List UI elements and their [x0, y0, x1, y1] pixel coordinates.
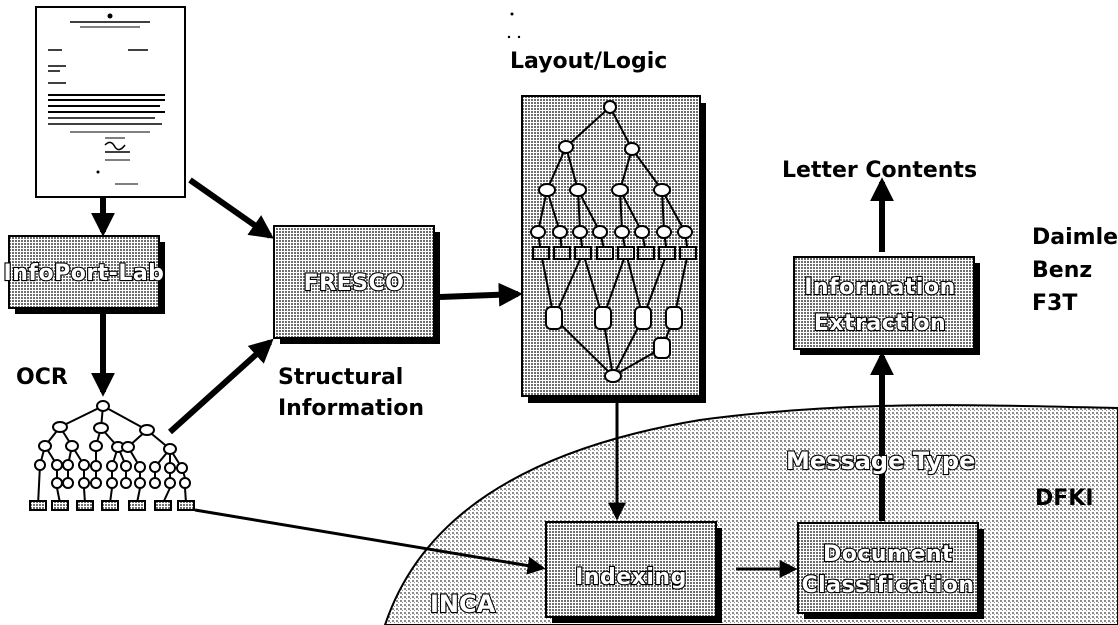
indexing-label: Indexing	[575, 565, 687, 590]
document-label: Document	[823, 542, 953, 567]
ocr-label: OCR	[16, 365, 68, 390]
daimler-label: Daimler-	[1032, 225, 1118, 250]
arrow-fresco-to-layout	[439, 282, 523, 307]
document-classification-box: Document Classification	[797, 522, 984, 619]
letter-contents-label: Letter Contents	[782, 158, 977, 183]
infoport-lab-label: InfoPort-Lab	[4, 261, 165, 286]
speck	[510, 12, 514, 16]
ocr-tree	[37, 405, 187, 506]
inca-label: INCA	[430, 590, 496, 618]
layout-logic-nodes	[530, 100, 697, 383]
f3t-label: F3T	[1032, 291, 1077, 316]
layout-logic-label: Layout/Logic	[510, 49, 667, 74]
infoport-lab-box: InfoPort-Lab	[2, 235, 165, 314]
dfki-label: DFKI	[1035, 486, 1094, 511]
ocr-tree-nodes	[29, 400, 195, 511]
extraction-label: Extraction	[814, 311, 946, 336]
indexing-box: Indexing	[545, 521, 722, 623]
fresco-box: FRESCO	[273, 225, 440, 344]
scanned-letter	[35, 6, 186, 198]
benz-label: Benz	[1032, 258, 1092, 283]
arrow-ocr-tree-to-fresco	[167, 338, 274, 435]
speck	[517, 35, 521, 39]
message-type-label: Message Type	[786, 447, 975, 475]
speck	[507, 35, 511, 39]
fresco-label: FRESCO	[304, 271, 405, 296]
arrow-ocr-tree-to-indexing	[194, 508, 546, 575]
layout-logic-tree	[537, 106, 689, 377]
classification-label: Classification	[801, 573, 974, 598]
arrows	[91, 177, 894, 578]
information-label-structural: Information	[278, 396, 424, 421]
information-extraction-box: Information Extraction	[793, 256, 980, 355]
arrow-letter-to-fresco	[188, 177, 274, 239]
information-label: Information	[804, 275, 956, 300]
structural-label: Structural	[278, 365, 403, 390]
